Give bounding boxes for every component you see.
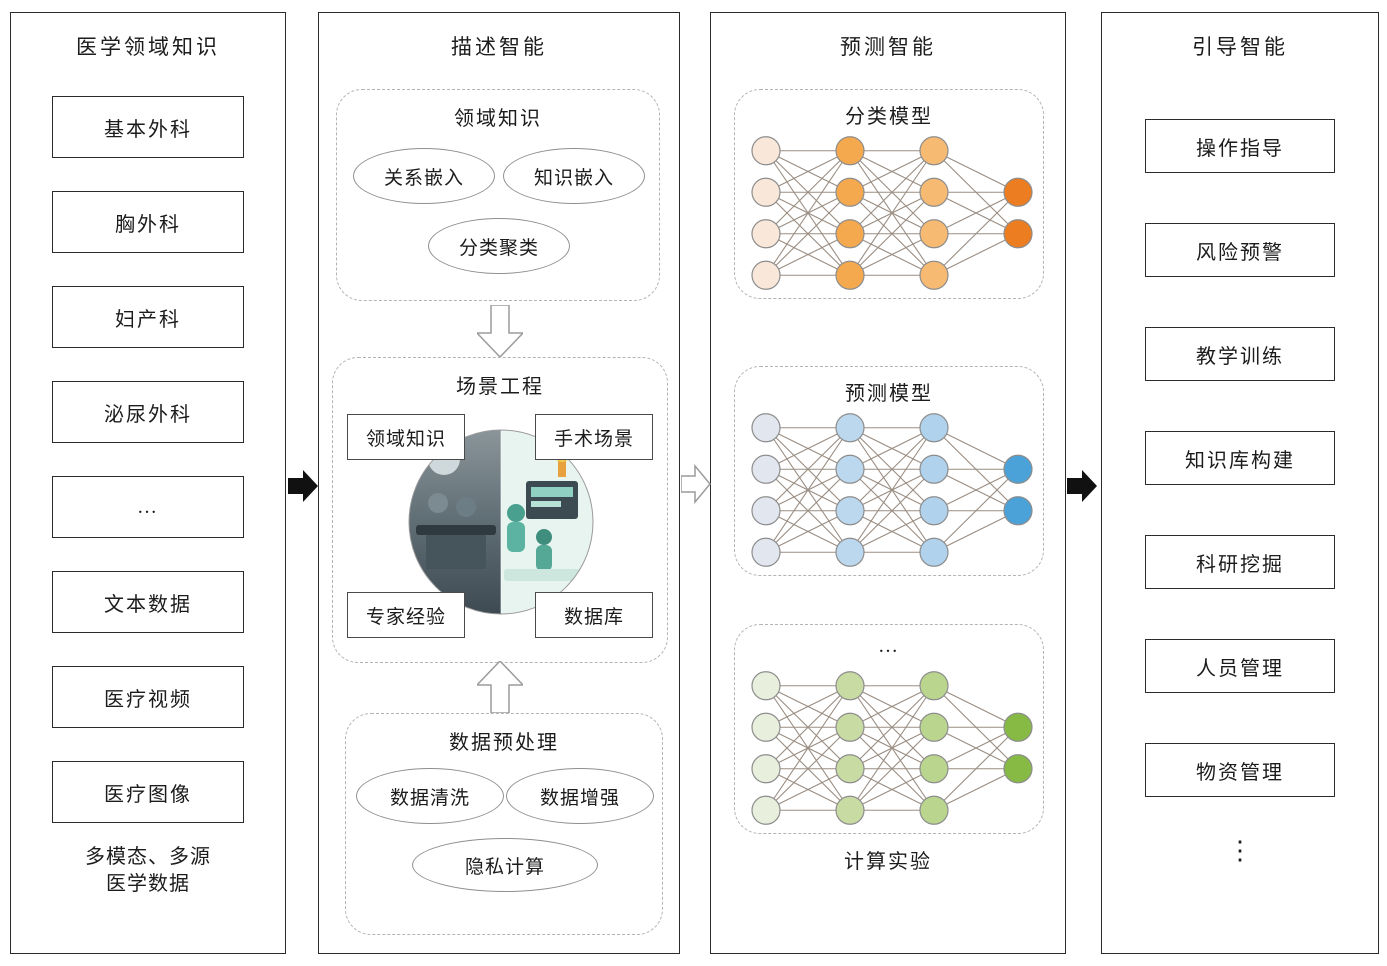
domain-knowledge-group: 领域知识 关系嵌入 知识嵌入 分类聚类 bbox=[336, 89, 660, 301]
data-preprocessing-group: 数据预处理 数据清洗 数据增强 隐私计算 bbox=[345, 713, 663, 935]
panel-title: 医学领域知识 bbox=[76, 35, 220, 59]
panel-title: 描述智能 bbox=[451, 35, 547, 59]
classification-model-group: 分类模型 bbox=[734, 89, 1044, 299]
footer-line-1: 多模态、多源 bbox=[85, 846, 211, 868]
group-title: 场景工程 bbox=[456, 376, 544, 398]
classification-network-diagram bbox=[751, 136, 1033, 290]
item-box-medical-image: 医疗图像 bbox=[52, 761, 244, 823]
item-box-personnel-management: 人员管理 bbox=[1145, 639, 1335, 693]
additional-network-diagram bbox=[751, 671, 1033, 825]
item-box-basic-surgery: 基本外科 bbox=[52, 96, 244, 158]
item-box-medical-video: 医疗视频 bbox=[52, 666, 244, 728]
item-box-risk-warning: 风险预警 bbox=[1145, 223, 1335, 277]
item-box-urology: 泌尿外科 bbox=[52, 381, 244, 443]
item-box-research-mining: 科研挖掘 bbox=[1145, 535, 1335, 589]
flow-arrow-descriptive-to-predictive-icon bbox=[681, 463, 711, 505]
network-label: 预测模型 bbox=[845, 383, 933, 405]
network-label: … bbox=[878, 635, 900, 657]
item-box-operation-guidance: 操作指导 bbox=[1145, 119, 1335, 173]
corner-box-database: 数据库 bbox=[535, 592, 653, 638]
flow-arrow-data-to-descriptive-icon bbox=[288, 470, 318, 502]
operating-room-image bbox=[408, 429, 594, 615]
item-box-ellipsis: … bbox=[52, 476, 244, 538]
item-box-text-data: 文本数据 bbox=[52, 571, 244, 633]
item-box-knowledge-base-build: 知识库构建 bbox=[1145, 431, 1335, 485]
scene-engineering-group: 场景工程 bbox=[332, 357, 668, 663]
ellipse-knowledge-embedding: 知识嵌入 bbox=[503, 148, 645, 204]
panel-medical-domain-knowledge: 医学领域知识 基本外科 胸外科 妇产科 泌尿外科 … 文本数据 医疗视频 医疗图… bbox=[10, 12, 286, 954]
up-hollow-arrow-icon bbox=[477, 661, 523, 713]
network-label: 分类模型 bbox=[845, 106, 933, 128]
down-hollow-arrow-icon bbox=[477, 305, 523, 357]
corner-box-domain-knowledge: 领域知识 bbox=[347, 414, 465, 460]
panel-title: 引导智能 bbox=[1192, 35, 1288, 59]
item-box-thoracic-surgery: 胸外科 bbox=[52, 191, 244, 253]
ellipse-classify-cluster: 分类聚类 bbox=[428, 218, 570, 274]
ellipse-data-cleaning: 数据清洗 bbox=[356, 768, 504, 824]
panel-title: 预测智能 bbox=[840, 35, 936, 59]
item-box-teaching-training: 教学训练 bbox=[1145, 327, 1335, 381]
item-box-obstetrics: 妇产科 bbox=[52, 286, 244, 348]
item-box-material-management: 物资管理 bbox=[1145, 743, 1335, 797]
panel-descriptive-intelligence: 描述智能 领域知识 关系嵌入 知识嵌入 分类聚类 场景工程 bbox=[318, 12, 680, 954]
footer-line-2: 医学数据 bbox=[106, 873, 190, 895]
panel-guiding-intelligence: 引导智能 操作指导 风险预警 教学训练 知识库构建 科研挖掘 人员管理 物资管理… bbox=[1101, 12, 1379, 954]
prediction-model-group: 预测模型 bbox=[734, 366, 1044, 576]
ellipse-privacy-computing: 隐私计算 bbox=[412, 838, 598, 892]
ellipse-relation-embedding: 关系嵌入 bbox=[353, 148, 495, 204]
medical-data-list: 基本外科 胸外科 妇产科 泌尿外科 … 文本数据 医疗视频 医疗图像 bbox=[11, 96, 285, 823]
group-title: 数据预处理 bbox=[449, 732, 559, 754]
flow-arrow-predictive-to-guiding-icon bbox=[1067, 470, 1097, 502]
ellipse-data-augmentation: 数据增强 bbox=[506, 768, 654, 824]
panel-footer-computational-experiment: 计算实验 bbox=[844, 851, 932, 873]
corner-box-expert-experience: 专家经验 bbox=[347, 592, 465, 638]
additional-model-group: … bbox=[734, 624, 1044, 834]
prediction-network-diagram bbox=[751, 413, 1033, 567]
corner-box-surgery-scene: 手术场景 bbox=[535, 414, 653, 460]
panel-footer-multimodal-data: 多模态、多源 医学数据 bbox=[11, 844, 285, 898]
vertical-ellipsis: ⋮ bbox=[1227, 836, 1253, 865]
group-title: 领域知识 bbox=[454, 108, 542, 130]
application-list: 操作指导 风险预警 教学训练 知识库构建 科研挖掘 人员管理 物资管理 bbox=[1102, 119, 1378, 797]
operating-room-illustration bbox=[408, 429, 594, 615]
panel-predictive-intelligence: 预测智能 分类模型 预测模型 … 计算实验 bbox=[710, 12, 1066, 954]
